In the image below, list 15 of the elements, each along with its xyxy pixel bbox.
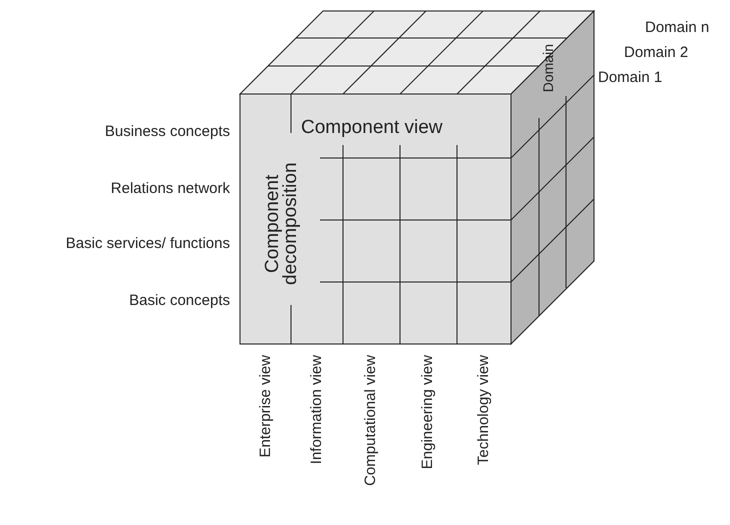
column-label: Information view: [309, 355, 326, 464]
domain-label: Domain 2: [624, 45, 688, 62]
column-label: Technology view: [476, 355, 492, 466]
face-label: Component view: [301, 118, 443, 139]
domain-label: Domain n: [645, 20, 710, 36]
face-label: Component decomposition: [264, 162, 300, 288]
column-label: Engineering view: [420, 355, 436, 470]
column-label: Computational view: [363, 355, 380, 486]
row-label: Relations network: [110, 181, 230, 198]
domain-label: Domain 1: [598, 70, 662, 86]
face-label: Domain: [541, 44, 556, 92]
column-label: Enterprise view: [258, 355, 274, 458]
row-label: Business concepts: [104, 124, 230, 140]
row-label: Basic services/ functions: [66, 236, 230, 252]
row-label: Basic concepts: [129, 293, 230, 310]
